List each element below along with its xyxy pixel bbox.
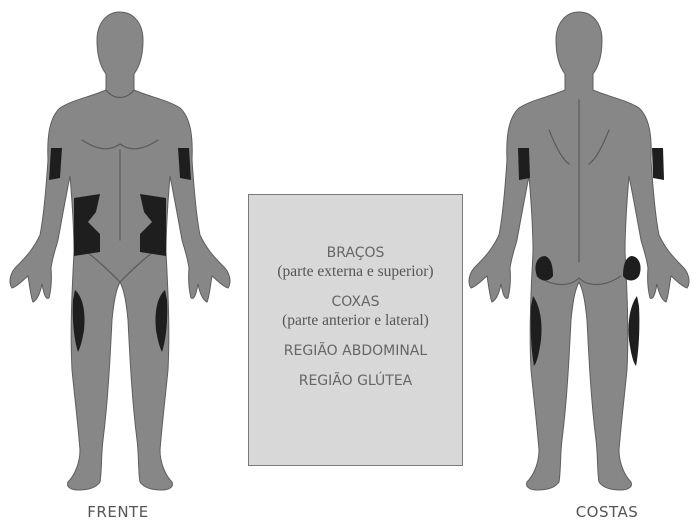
back-thigh-zone-left: [628, 296, 639, 366]
back-caption: COSTAS: [547, 503, 667, 521]
front-body-figure: [0, 0, 240, 500]
front-arm-zone-right: [49, 148, 62, 180]
legend-item-title: REGIÃO ABDOMINAL: [249, 342, 462, 360]
back-arm-zone-left: [652, 148, 664, 180]
legend-item-thighs: COXAS (parte anterior e lateral): [249, 293, 462, 330]
back-body-figure: [459, 0, 699, 500]
legend-item-arms: BRAÇOS (parte externa e superior): [249, 244, 462, 281]
legend-item-subtitle: (parte externa e superior): [249, 262, 462, 281]
front-caption: FRENTE: [58, 503, 178, 521]
legend-item-subtitle: (parte anterior e lateral): [249, 311, 462, 330]
legend-item-title: BRAÇOS: [249, 244, 462, 262]
legend-item-title: REGIÃO GLÚTEA: [249, 372, 462, 390]
legend-item-abdomen: REGIÃO ABDOMINAL: [249, 342, 462, 360]
front-body-silhouette: [10, 12, 230, 490]
legend-item-title: COXAS: [249, 293, 462, 311]
legend-item-gluteal: REGIÃO GLÚTEA: [249, 372, 462, 390]
application-sites-legend: BRAÇOS (parte externa e superior) COXAS …: [248, 194, 463, 466]
back-arm-zone-right: [518, 148, 530, 180]
front-arm-zone-left: [178, 148, 191, 180]
